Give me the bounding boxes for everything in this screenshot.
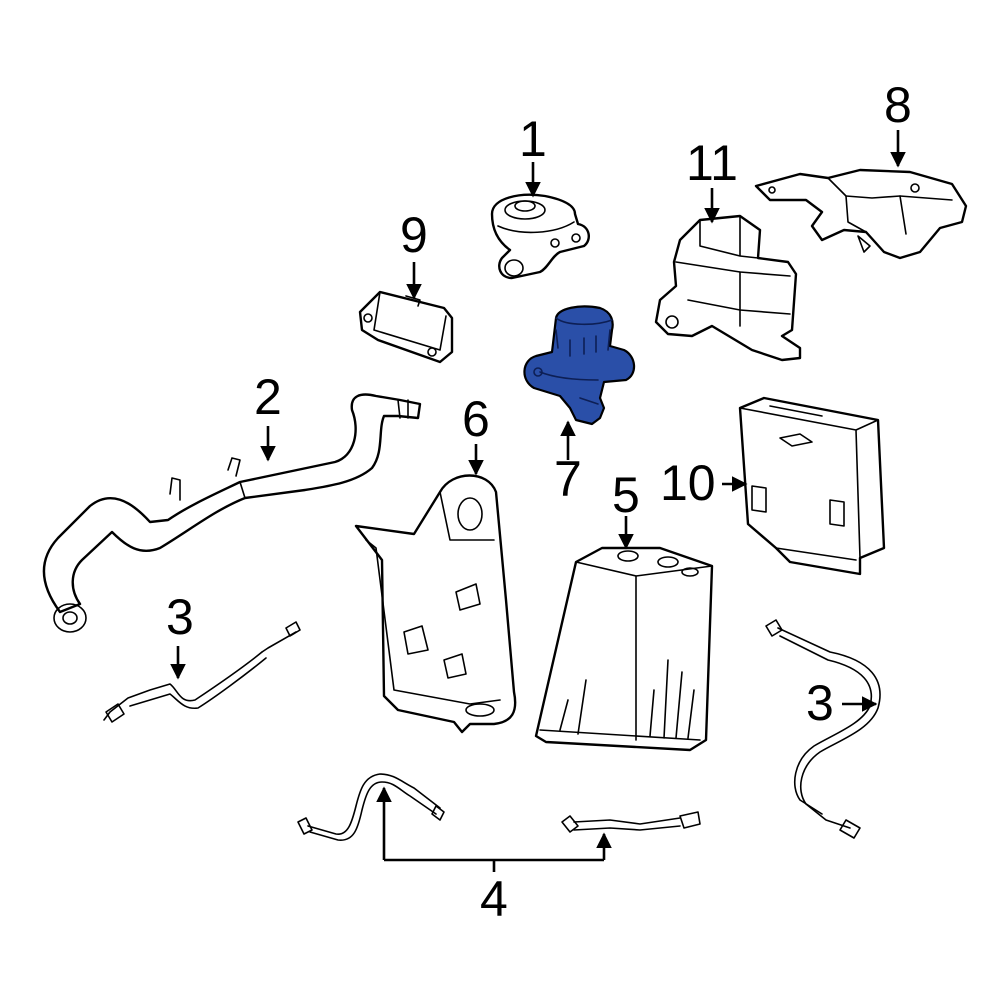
part-4-sensor-left[interactable] <box>297 773 445 841</box>
part-10-control-module[interactable] <box>738 396 886 576</box>
callout-labels: 1 2 3 3 4 5 6 7 8 9 10 11 <box>166 77 912 927</box>
callout-11: 11 <box>686 135 738 191</box>
callout-6: 6 <box>462 391 490 447</box>
part-7-highlighted-valve[interactable] <box>523 305 636 426</box>
leader-4 <box>384 858 604 872</box>
part-8-bracket[interactable] <box>754 168 968 260</box>
part-9-sensor[interactable] <box>358 290 454 364</box>
part-5-canister[interactable] <box>534 546 714 752</box>
callout-10: 10 <box>660 455 716 511</box>
callout-3-right: 3 <box>806 675 834 731</box>
part-6-bracket[interactable] <box>354 474 517 734</box>
callout-3-left: 3 <box>166 589 194 645</box>
part-11-purge-valve[interactable] <box>654 214 802 362</box>
callout-4: 4 <box>480 871 508 927</box>
leader-lines <box>170 130 906 872</box>
callout-8: 8 <box>884 77 912 133</box>
part-1-egr-valve[interactable] <box>490 193 590 280</box>
callout-2: 2 <box>254 369 282 425</box>
callout-7: 7 <box>554 451 582 507</box>
part-3-oxygen-sensor-left[interactable] <box>103 621 301 723</box>
part-3-oxygen-sensor-right[interactable] <box>765 619 881 839</box>
part-2-hose[interactable] <box>42 393 422 633</box>
part-4-sensor-right[interactable] <box>561 811 701 833</box>
callout-1: 1 <box>519 111 547 167</box>
callout-9: 9 <box>400 207 428 263</box>
callout-5: 5 <box>612 467 640 523</box>
